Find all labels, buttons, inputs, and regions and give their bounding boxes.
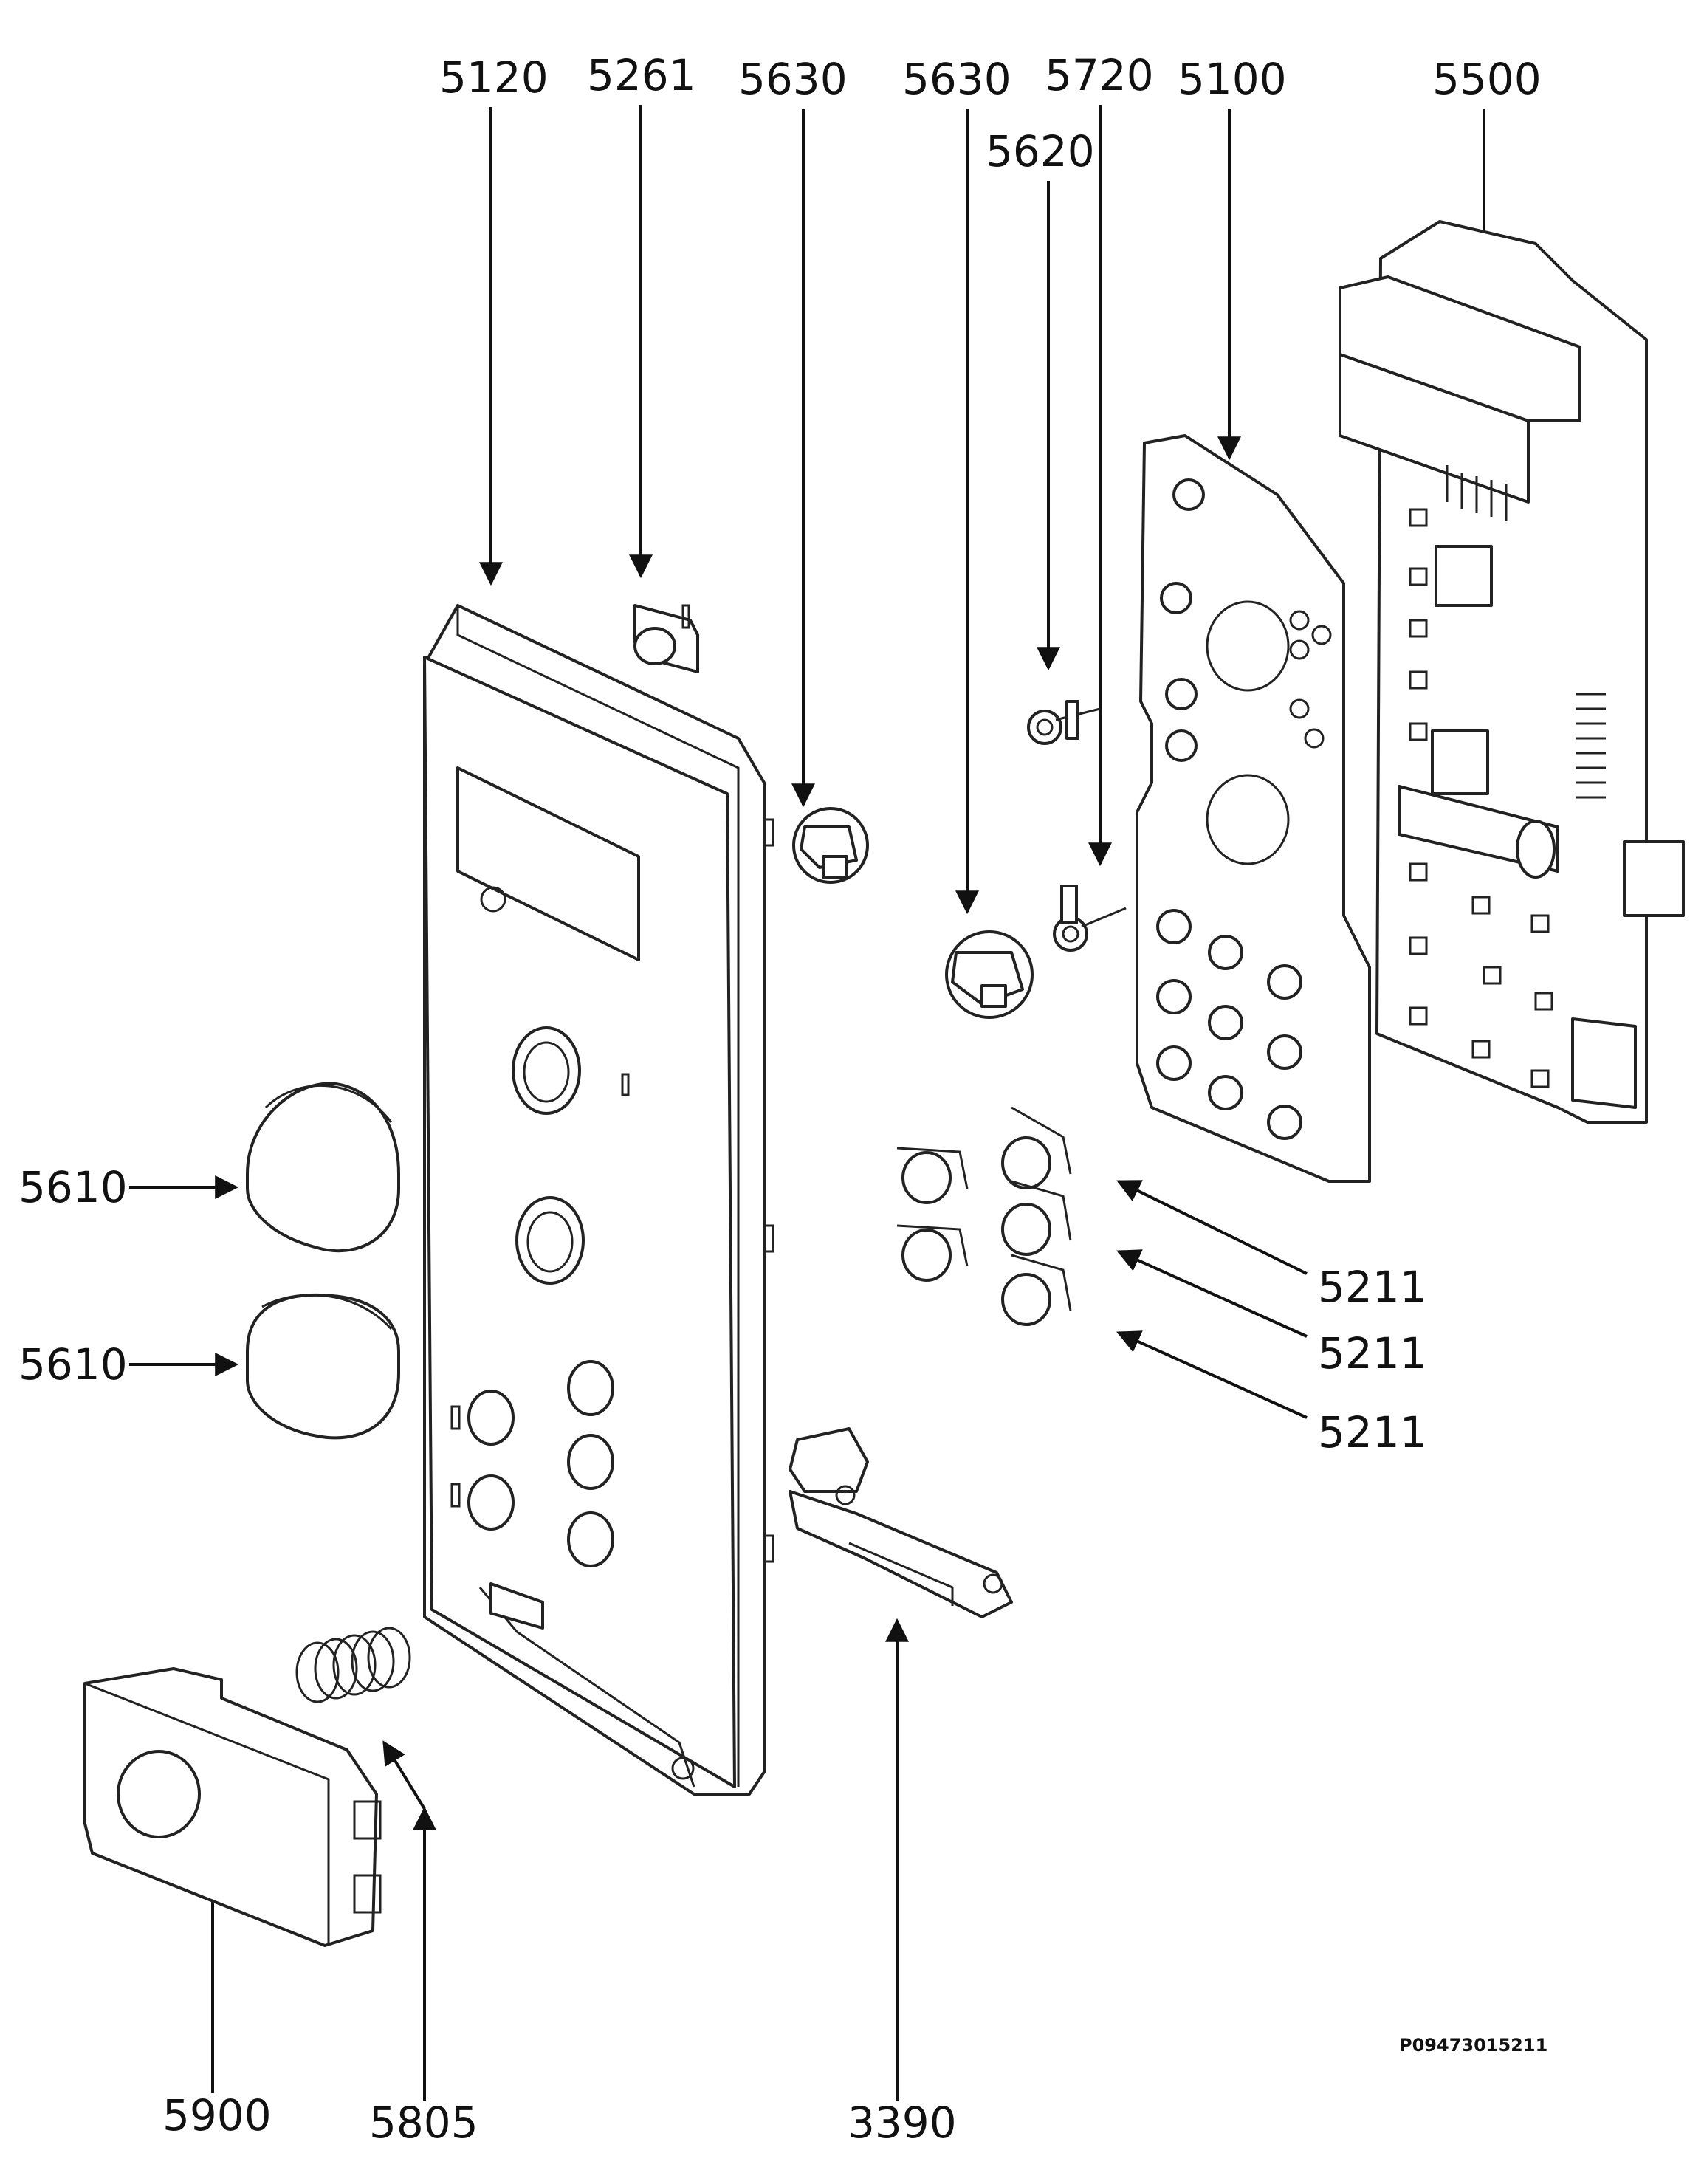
callout-5120: 5120 (439, 52, 549, 103)
callout-5211: 5211 (1318, 1328, 1427, 1378)
keypad-frame-5100 (1136, 434, 1371, 1183)
leader-5211b (1116, 1249, 1308, 1338)
callout-5211: 5211 (1318, 1262, 1427, 1312)
knob-5610-upper (246, 1082, 400, 1253)
callout-5610: 5610 (18, 1162, 128, 1212)
knob-5610-lower (246, 1293, 400, 1440)
callout-5620: 5620 (986, 126, 1095, 176)
lever-3390 (789, 1427, 1013, 1618)
knob-adapter-5630-b (945, 930, 1034, 1019)
callout-3390: 3390 (848, 2098, 957, 2148)
spring-5805 (295, 1627, 411, 1703)
callout-5805: 5805 (369, 2098, 478, 2148)
callout-5261: 5261 (587, 50, 696, 100)
button-cap-5261 (633, 604, 699, 673)
callout-5720: 5720 (1045, 50, 1154, 100)
circuit-board-5500 (1339, 220, 1685, 1124)
pin-5720 (1053, 885, 1127, 952)
release-button-5900 (83, 1667, 382, 1947)
callout-5100: 5100 (1178, 54, 1287, 104)
callout-5211: 5211 (1318, 1407, 1427, 1457)
pin-5620 (1027, 700, 1101, 745)
leader-5211a (1116, 1180, 1308, 1275)
callout-5630: 5630 (902, 54, 1011, 104)
leader-5805-tail (382, 1740, 426, 1810)
knob-adapter-5630-a (792, 807, 869, 884)
leader-5211c (1116, 1330, 1308, 1419)
front-panel-5120 (423, 604, 774, 1796)
button-caps-5211 (896, 1106, 1072, 1326)
callout-5900: 5900 (162, 2090, 272, 2140)
callout-5610: 5610 (18, 1339, 128, 1390)
callout-5500: 5500 (1432, 54, 1542, 104)
callout-5630: 5630 (738, 54, 848, 104)
drawing-code: P09473015211 (1399, 2035, 1547, 2056)
